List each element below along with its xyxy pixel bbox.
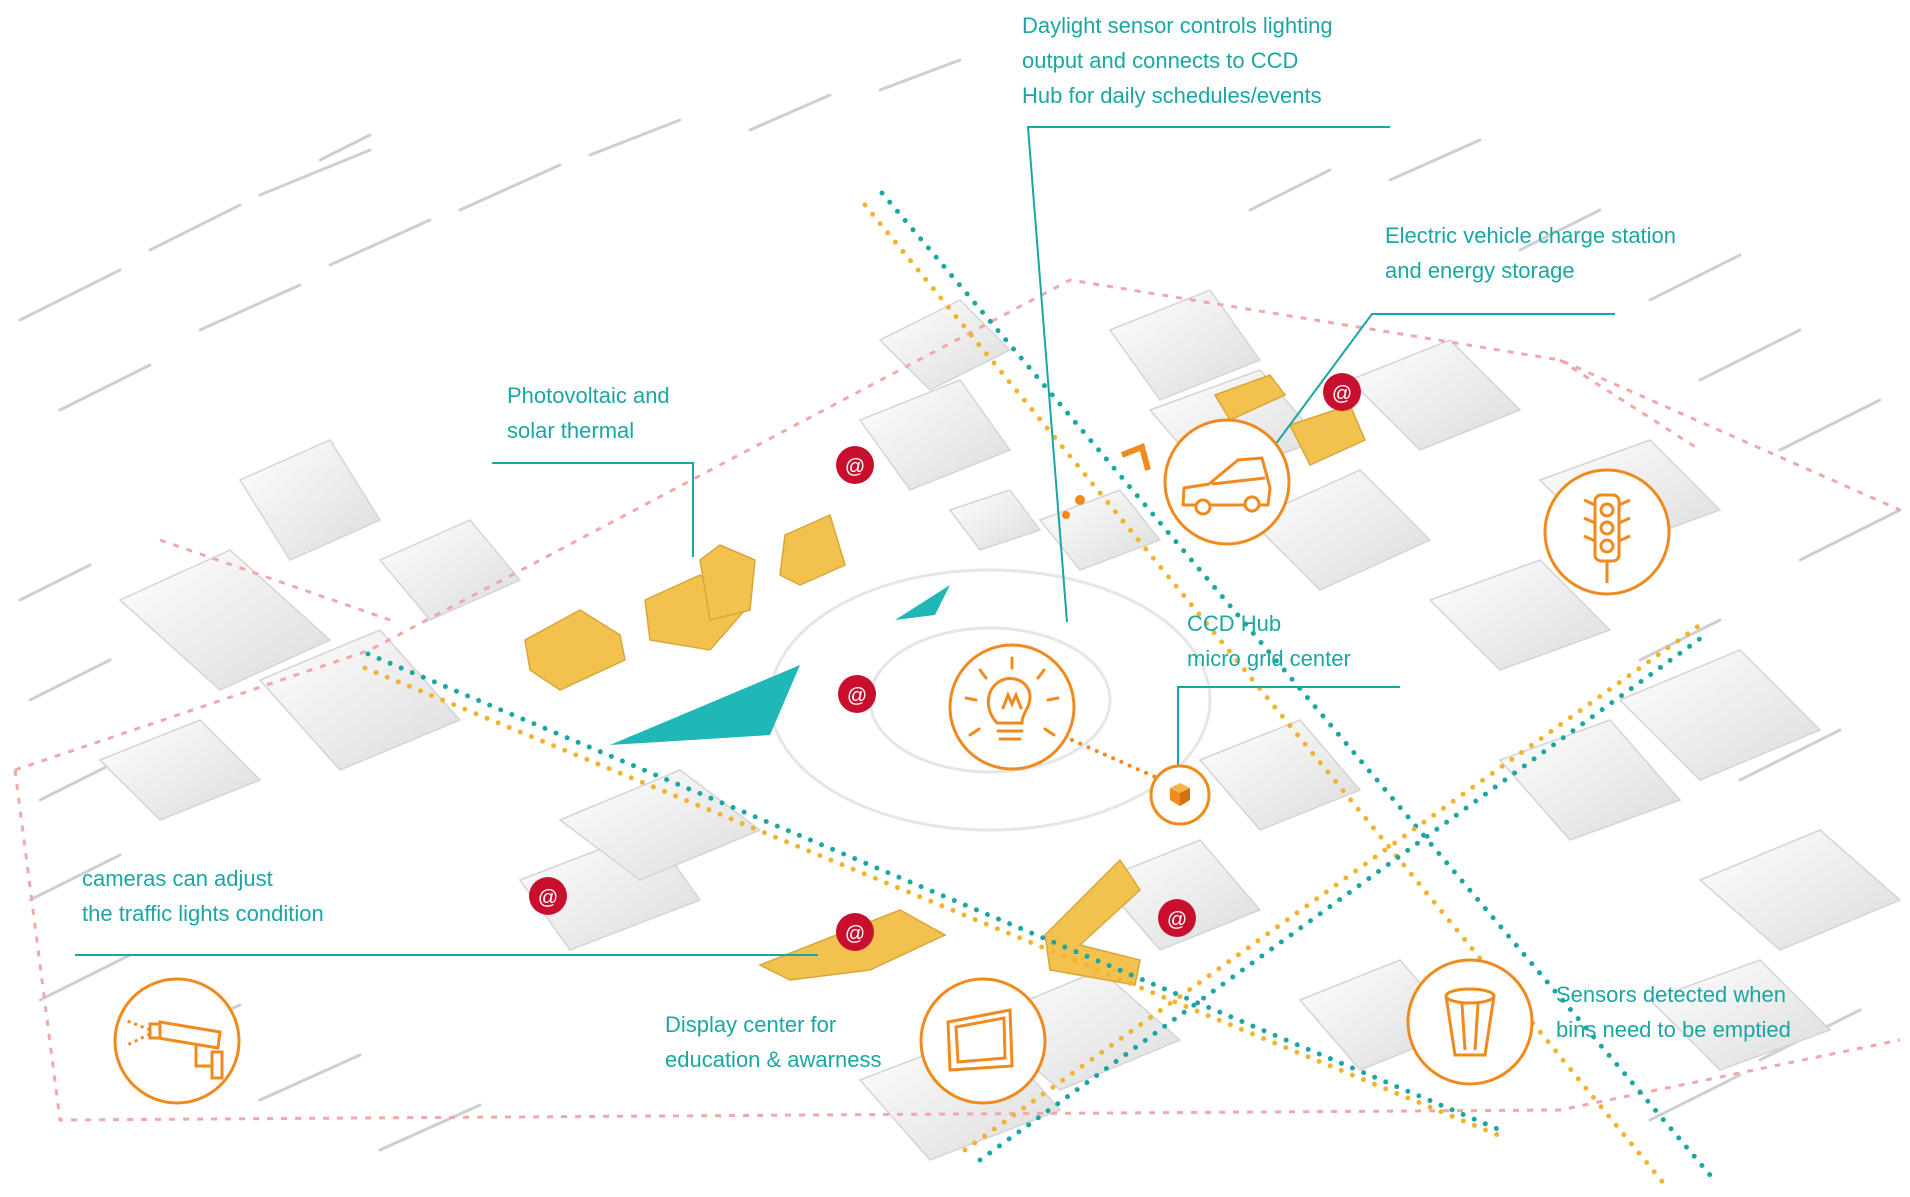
- red-at-marker[interactable]: @: [836, 446, 874, 484]
- car-icon[interactable]: [1163, 418, 1291, 546]
- display-label-line-2: education & awarness: [665, 1047, 882, 1072]
- display-center-label: Display center for education & awarness: [665, 1007, 881, 1077]
- ccd-hub-label: CCD Hub micro grid center: [1187, 606, 1351, 676]
- red-at-marker[interactable]: @: [838, 675, 876, 713]
- cameras-label-line-2: the traffic lights condition: [82, 901, 324, 926]
- wifi-markers: @ @ @ @ @ @: [529, 373, 1361, 951]
- bin-sensors-label: Sensors detected when bins need to be em…: [1556, 977, 1791, 1047]
- red-at-marker[interactable]: @: [836, 913, 874, 951]
- red-at-marker[interactable]: @: [1158, 899, 1196, 937]
- cameras-label: cameras can adjust the traffic lights co…: [82, 861, 324, 931]
- sensors-label-line-1: Sensors detected when: [1556, 982, 1786, 1007]
- ev-label-line-1: Electric vehicle charge station: [1385, 223, 1677, 248]
- svg-text:@: @: [845, 456, 865, 478]
- light-bulb-icon[interactable]: [948, 643, 1076, 771]
- waste-bin-icon[interactable]: [1406, 958, 1534, 1086]
- svg-text:@: @: [847, 685, 867, 707]
- district-boundary: [13, 278, 1901, 1122]
- svg-text:@: @: [1167, 909, 1187, 931]
- cameras-label-line-1: cameras can adjust: [82, 866, 273, 891]
- hub-label-line-1: CCD Hub: [1187, 611, 1282, 636]
- traffic-light-icon[interactable]: [1543, 468, 1671, 596]
- daylight-sensor-line-3: Hub for daily schedules/events: [1022, 83, 1322, 108]
- ev-charge-station-label: Electric vehicle charge station and ener…: [1385, 218, 1676, 288]
- sensors-label-line-2: bins need to be emptied: [1556, 1017, 1791, 1042]
- pv-label-line-2: solar thermal: [507, 418, 635, 443]
- daylight-sensor-line-2: output and connects to CCD: [1022, 48, 1299, 73]
- svg-text:@: @: [845, 923, 865, 945]
- daylight-sensor-label: Daylight sensor controls lighting output…: [1022, 8, 1333, 113]
- wifi-signal-icon: [1062, 442, 1151, 519]
- display-label-line-1: Display center for: [665, 1012, 837, 1037]
- svg-text:@: @: [1332, 383, 1352, 405]
- security-camera-icon[interactable]: [113, 977, 241, 1105]
- daylight-sensor-line-1: Daylight sensor controls lighting: [1022, 13, 1333, 38]
- hub-label-line-2: micro grid center: [1187, 646, 1351, 671]
- display-screen-icon[interactable]: [919, 977, 1047, 1105]
- hub-box-icon[interactable]: [1149, 764, 1211, 826]
- svg-text:@: @: [538, 887, 558, 909]
- pv-label-line-1: Photovoltaic and: [507, 383, 670, 408]
- red-at-marker[interactable]: @: [529, 877, 567, 915]
- red-at-marker[interactable]: @: [1323, 373, 1361, 411]
- leader-lines: [75, 126, 1615, 956]
- teal-plaza-shapes: [610, 585, 950, 745]
- photovoltaic-label: Photovoltaic and solar thermal: [507, 378, 670, 448]
- ev-label-line-2: and energy storage: [1385, 258, 1575, 283]
